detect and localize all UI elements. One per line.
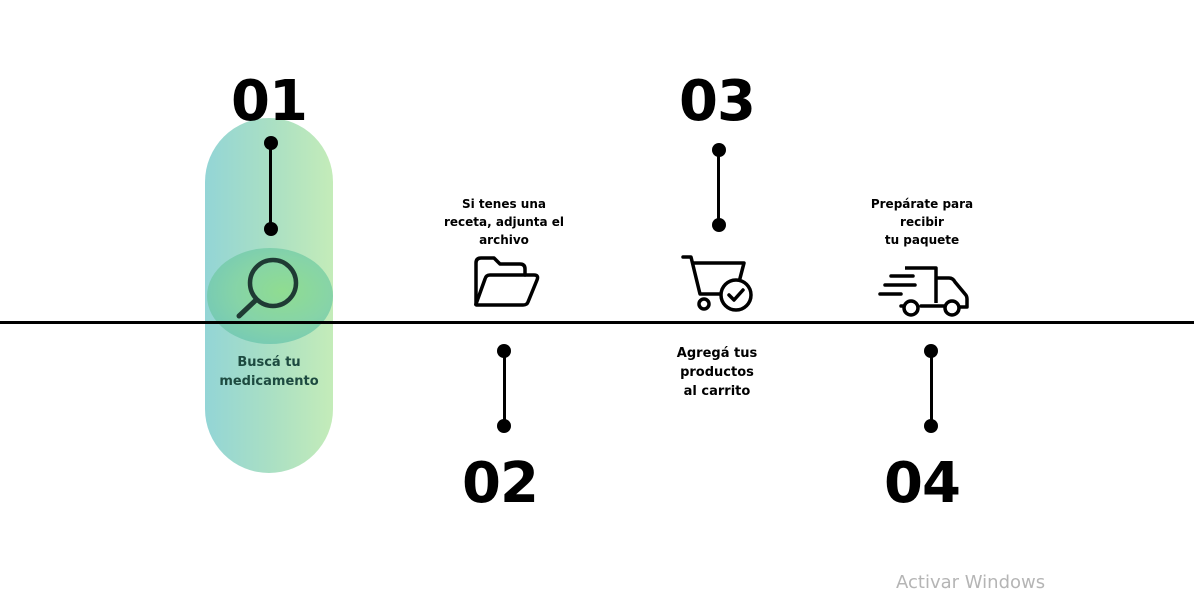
timeline-line: [0, 321, 1194, 324]
step-4-dot-bottom: [924, 419, 938, 433]
step-2-dot-bottom: [497, 419, 511, 433]
search-icon[interactable]: [232, 252, 306, 322]
step-1-connector: [269, 142, 272, 229]
folder-open-icon[interactable]: [468, 253, 544, 313]
step-1-label: Buscá tu medicamento: [219, 355, 319, 389]
step-3-dot-top: [712, 143, 726, 157]
step-3-number: 03: [679, 69, 756, 134]
cart-check-icon[interactable]: [680, 252, 756, 314]
step-2-number: 02: [462, 451, 539, 516]
delivery-truck-icon[interactable]: [877, 264, 971, 320]
activation-watermark: Activar Windows: [896, 572, 1046, 593]
step-3-connector: [717, 150, 720, 225]
step-4-number: 04: [884, 451, 961, 516]
step-4-label: Prepárate para recibir tu paquete: [870, 197, 974, 247]
step-3-label: Agregá tus productos al carrito: [676, 346, 758, 399]
step-4-connector: [930, 351, 933, 426]
step-2-dot-top: [497, 344, 511, 358]
step-1-number: 01: [231, 69, 308, 134]
step-1-dot-bottom: [264, 222, 278, 236]
step-4-dot-top: [924, 344, 938, 358]
step-1-dot-top: [264, 136, 278, 150]
step-3-dot-bottom: [712, 218, 726, 232]
step-2-connector: [503, 351, 506, 426]
step-1-icon-halo: [207, 248, 333, 344]
step-2-label: Si tenes una receta, adjunta el archivo: [443, 197, 565, 247]
